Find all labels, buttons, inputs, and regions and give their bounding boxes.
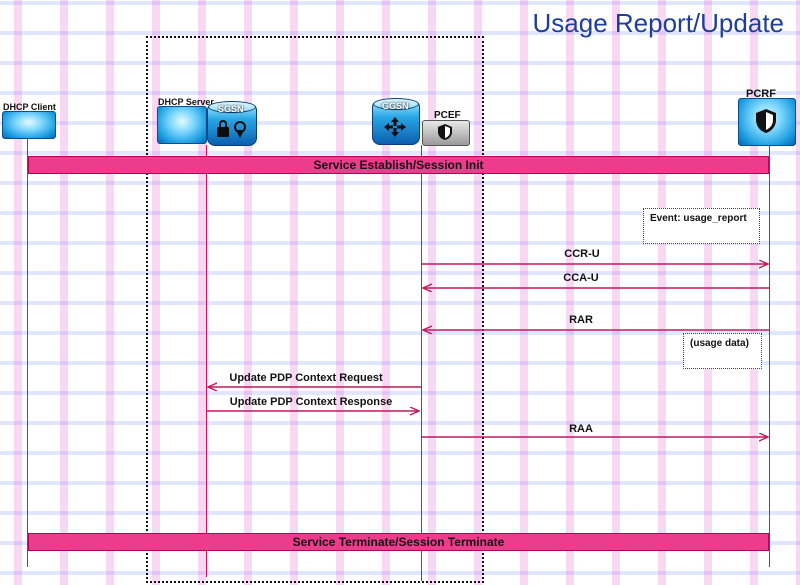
dhcp-server-icon — [157, 106, 207, 144]
sgsn-icon — [207, 101, 257, 146]
router-arrows-icon — [384, 117, 406, 137]
message-label-raa: RAA — [569, 423, 593, 435]
usage-data-note: (usage data) — [683, 333, 762, 369]
event-usage-report-note: Event: usage_report — [643, 208, 760, 244]
shield-icon — [438, 124, 452, 140]
pcef-icon — [422, 120, 470, 146]
lock-location-icon — [217, 120, 246, 138]
service-establish-bar: Service Establish/Session Init — [28, 156, 769, 174]
dhcp-client-icon — [2, 111, 56, 139]
sgsn-icon-top — [208, 101, 256, 113]
node-label-ggsn: GGSN — [382, 101, 409, 111]
lifeline-pcef — [421, 145, 422, 581]
node-label-pcrf: PCRF — [746, 88, 776, 100]
core-network-boundary — [146, 36, 484, 583]
diagram-title: Usage Report/Update — [532, 8, 784, 38]
service-terminate-bar: Service Terminate/Session Terminate — [28, 533, 769, 551]
lifeline-sgsn — [206, 145, 207, 577]
node-label-dhcp-server: DHCP Server — [158, 97, 214, 107]
message-label-ccr-u: CCR-U — [564, 248, 600, 260]
message-label-cca-u: CCA-U — [563, 272, 599, 284]
shield-icon-pcrf — [756, 109, 776, 133]
message-label-update-pdp-response: Update PDP Context Response — [229, 396, 393, 408]
node-label-pcef: PCEF — [434, 110, 461, 121]
lifeline-dhcp-client — [27, 137, 28, 567]
lifeline-pcrf — [769, 145, 770, 567]
node-label-dhcp-client: DHCP Client — [3, 102, 56, 112]
message-label-rar: RAR — [569, 314, 593, 326]
ggsn-icon-top — [373, 98, 419, 110]
message-label-update-pdp-request: Update PDP Context Request — [229, 372, 383, 384]
node-label-sgsn: SGSN — [218, 104, 244, 114]
